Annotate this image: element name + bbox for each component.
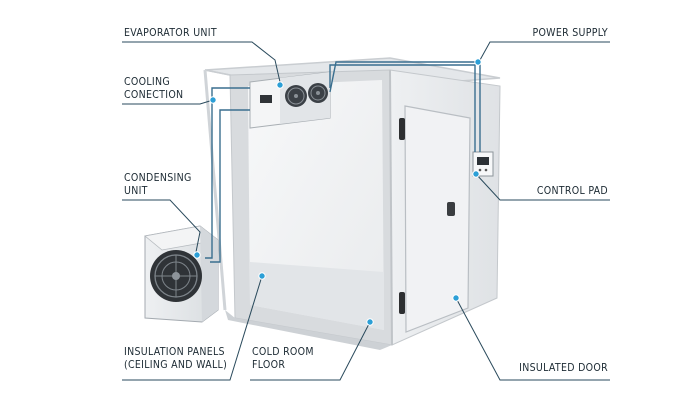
label-evaporator-unit: EVAPORATOR UNIT — [124, 27, 217, 40]
label-condensing-unit: CONDENSING UNIT — [124, 172, 192, 198]
label-control-pad: CONTROL PAD — [537, 185, 608, 198]
label-insulation-line-1: INSULATION PANELS — [124, 346, 225, 358]
label-cooling-line-2: CONECTION — [124, 89, 184, 101]
label-cold-room-floor: COLD ROOM FLOOR — [252, 346, 314, 372]
label-insulation-panels: INSULATION PANELS (CEILING AND WALL) — [124, 346, 227, 372]
callout-dots — [193, 58, 482, 326]
label-floor-line-1: COLD ROOM — [252, 346, 314, 358]
condensing-unit — [144, 225, 219, 323]
leader-lines — [122, 41, 610, 381]
label-condensing-line-2: UNIT — [124, 185, 148, 197]
label-power-supply: POWER SUPPLY — [532, 27, 608, 40]
insulated-door — [399, 105, 471, 333]
label-door-line-1: INSULATED DOOR — [519, 362, 608, 374]
label-insulation-line-2: (CEILING AND WALL) — [124, 359, 228, 371]
control-pad-icon — [472, 151, 494, 177]
evaporator-fan-icon — [285, 83, 328, 107]
cooling-connection-pipes — [205, 61, 481, 263]
condenser-fan-icon — [150, 250, 202, 302]
label-condensing-line-1: CONDENSING — [124, 172, 192, 184]
door-hinge-top — [399, 118, 405, 140]
label-floor-line-2: FLOOR — [252, 359, 286, 371]
evaporator-unit — [249, 71, 331, 129]
label-control-line-1: CONTROL PAD — [536, 185, 608, 197]
label-evaporator-line-1: EVAPORATOR UNIT — [124, 27, 217, 39]
label-insulated-door: INSULATED DOOR — [519, 362, 608, 375]
label-cooling-line-1: COOLING — [124, 76, 170, 88]
label-cooling-connection: COOLING CONECTION — [124, 76, 183, 102]
door-handle-icon — [447, 202, 455, 216]
door-hinge-bottom — [399, 292, 405, 314]
cold-room-floor — [250, 262, 384, 330]
label-power-line-1: POWER SUPPLY — [532, 27, 608, 39]
